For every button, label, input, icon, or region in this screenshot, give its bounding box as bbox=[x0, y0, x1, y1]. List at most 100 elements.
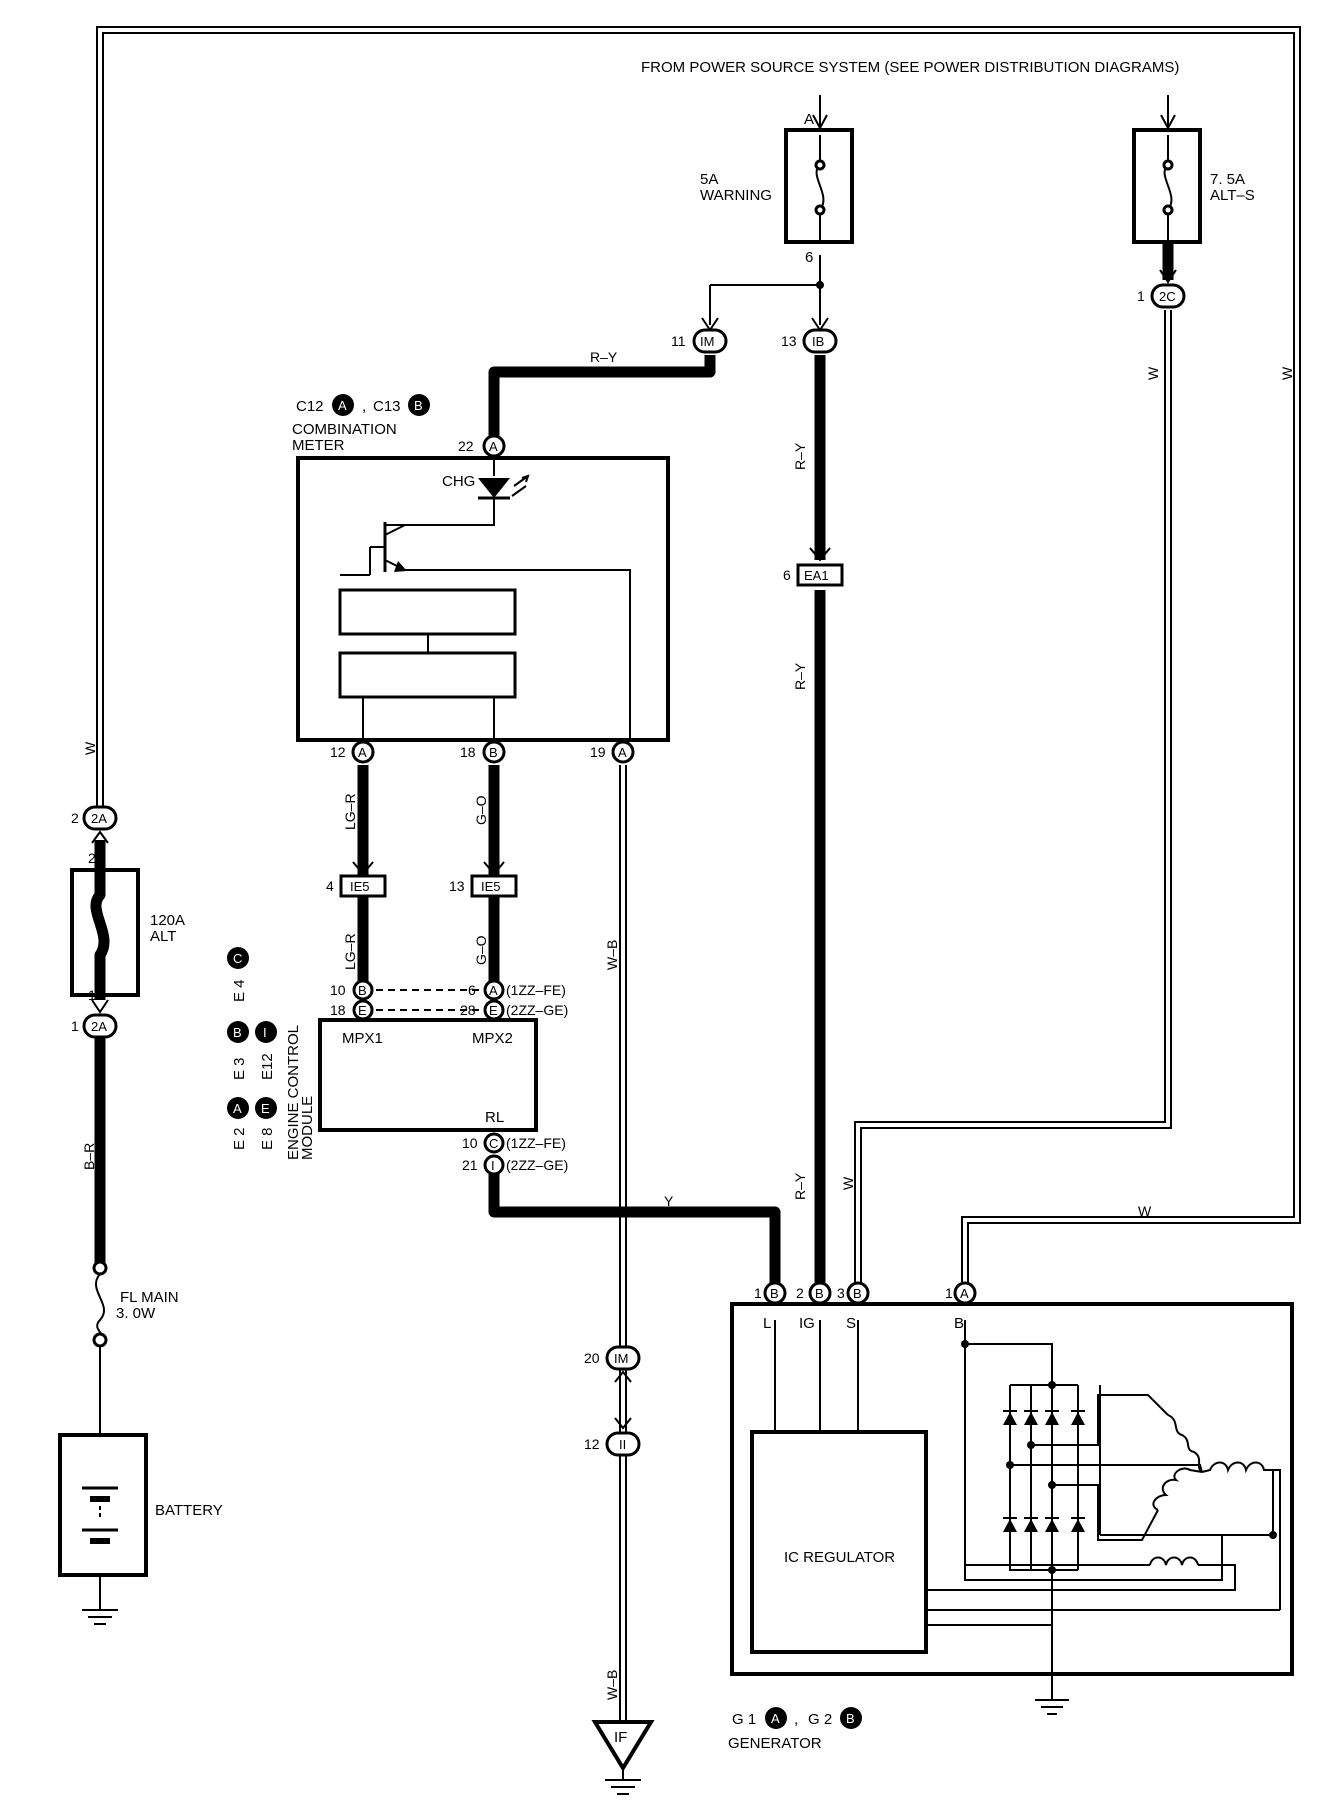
ecm-ref-e8: E 8 bbox=[259, 1127, 276, 1150]
meter-pin-19-letter: A bbox=[618, 745, 627, 760]
if-label: IF bbox=[614, 1729, 627, 1746]
warning-pin-a: A bbox=[804, 111, 814, 128]
gen-ref-g1: G 1 bbox=[732, 1711, 756, 1728]
ecm-title-2: MODULE bbox=[299, 1096, 316, 1160]
a2-bottom-id: 2A bbox=[91, 1019, 107, 1034]
wire-label-ry-top: R–Y bbox=[590, 349, 618, 365]
ecm-p18-num: 18 bbox=[330, 1002, 346, 1018]
wire-label-go-1: G–O bbox=[473, 795, 489, 825]
ecm-ref-b: B bbox=[233, 1025, 242, 1040]
gen-ref-sep: , bbox=[794, 1711, 798, 1728]
ea1-pin: 6 bbox=[783, 567, 791, 583]
ecm-rl10-num: 10 bbox=[462, 1135, 478, 1151]
fuse-warning: A 5A WARNING 6 bbox=[700, 95, 854, 266]
ecm-pins: B 10 E 18 A 6 (1ZZ–FE) E 28 (2ZZ–GE) C 1… bbox=[330, 979, 568, 1176]
wire-label-w-gen-b: W bbox=[1138, 1203, 1152, 1219]
ecm-ref-e4: E 4 bbox=[231, 979, 248, 1002]
ecm-p28-num: 28 bbox=[460, 1002, 476, 1018]
meter-pin-18: B 18 bbox=[460, 740, 506, 764]
ecm-rl21-num: 21 bbox=[462, 1157, 478, 1173]
gen-term-b: B bbox=[954, 1315, 964, 1332]
splice-dot bbox=[816, 281, 824, 289]
ecm-rl: RL bbox=[485, 1109, 504, 1126]
alt-amp: 120A bbox=[150, 912, 185, 929]
im-top-id: IM bbox=[700, 334, 714, 349]
battery-ground-icon bbox=[82, 1609, 118, 1625]
warning-pin-6: 6 bbox=[805, 249, 813, 266]
ecm-ref-e: E bbox=[261, 1101, 270, 1116]
a2-top-id: 2A bbox=[91, 811, 107, 826]
ie5-left-pin: 4 bbox=[326, 878, 334, 894]
connector-2a-top: 2A 2 bbox=[71, 805, 118, 844]
generator-ground-icon bbox=[1035, 1699, 1069, 1715]
ecm-p6-letter: A bbox=[489, 983, 498, 998]
meter-ref-b-letter: B bbox=[414, 398, 423, 413]
gen-pin-1-letter: B bbox=[770, 1286, 779, 1301]
alt-s-amp: 7. 5A bbox=[1210, 171, 1245, 188]
meter-pin-18-num: 18 bbox=[460, 744, 476, 760]
wire-label-w-right: W bbox=[1279, 366, 1295, 380]
connector-im-top: IM 11 bbox=[671, 315, 728, 354]
connector-ib: IB 13 bbox=[781, 315, 838, 354]
fuse-fl-main: FL MAIN 3. 0W bbox=[92, 1260, 179, 1348]
wire-label-ry-2: R–Y bbox=[792, 662, 808, 690]
ib-id: IB bbox=[812, 334, 824, 349]
ie5-right-pin: 13 bbox=[449, 878, 465, 894]
ecm-p10-num: 10 bbox=[330, 982, 346, 998]
ecm-mpx2: MPX2 bbox=[472, 1030, 513, 1047]
gen-term-ig: IG bbox=[799, 1315, 815, 1332]
alt-pin-1: 1 bbox=[88, 987, 96, 1003]
meter-pin-22: A 22 bbox=[458, 434, 506, 458]
ecm-p10-letter: B bbox=[358, 983, 367, 998]
ea1-id: EA1 bbox=[804, 568, 829, 583]
alt-pin-2: 2 bbox=[88, 850, 96, 866]
wire-label-lgr-2: LG–R bbox=[342, 933, 358, 970]
fuse-alt-s: 7. 5A ALT–S bbox=[1132, 95, 1255, 280]
field-coil-icon bbox=[926, 1556, 1280, 1626]
ecm-p6-num: 6 bbox=[468, 982, 476, 998]
connector-im-bottom: IM 20 bbox=[584, 1345, 641, 1383]
fuse-alt-120: 120A ALT 2 1 bbox=[70, 840, 185, 1003]
meter-ref-c12: C12 bbox=[296, 398, 324, 415]
connector-ie5-left: IE5 4 bbox=[326, 861, 387, 898]
ecm-ref-e3: E 3 bbox=[231, 1057, 248, 1080]
meter-ref-a-letter: A bbox=[338, 398, 347, 413]
ecm-p18-letter: E bbox=[358, 1003, 367, 1018]
wire-label-ry-1: R–Y bbox=[792, 442, 808, 470]
im-bottom-id: IM bbox=[614, 1351, 628, 1366]
meter-pin-18-letter: B bbox=[489, 745, 498, 760]
gen-pin-4-num: 1 bbox=[945, 1285, 953, 1301]
generator-refs: G 1 A , G 2 B GENERATOR bbox=[728, 1707, 862, 1752]
wire-label-lgr-1: LG–R bbox=[342, 793, 358, 830]
warning-amp: 5A bbox=[700, 171, 718, 188]
gen-pin-3-letter: B bbox=[853, 1286, 862, 1301]
wire-w-main-loop bbox=[96, 26, 1301, 1290]
gen-pin-2-letter: B bbox=[815, 1286, 824, 1301]
connector-ie5-right: IE5 13 bbox=[449, 861, 518, 898]
ii-pin: 12 bbox=[584, 1436, 600, 1452]
ecm-ref-e12: E12 bbox=[259, 1053, 276, 1080]
alt-s-label: ALT–S bbox=[1210, 187, 1255, 204]
wire-y bbox=[488, 1165, 781, 1290]
connector-ea1: EA1 6 bbox=[783, 547, 844, 587]
ii-id: II bbox=[619, 1437, 626, 1452]
gen-term-s: S bbox=[846, 1315, 856, 1332]
ecm-ref-a: A bbox=[233, 1101, 242, 1116]
connector-2a-bottom: 2A 1 bbox=[71, 999, 118, 1039]
gen-pin-3-num: 3 bbox=[837, 1285, 845, 1301]
meter-pin-22-num: 22 bbox=[458, 438, 474, 454]
a2-bottom-pin: 1 bbox=[71, 1018, 79, 1034]
wire-label-br: B–R bbox=[81, 1143, 97, 1170]
ib-pin: 13 bbox=[781, 333, 797, 349]
ecm-p28-letter: E bbox=[489, 1003, 498, 1018]
ecm-refs: E 4 C E 3 B E12 I E 2 A E 8 E ENGINE CON… bbox=[227, 947, 316, 1160]
ecm-title-1: ENGINE CONTROL bbox=[285, 1025, 302, 1160]
connector-2c: 2C 1 bbox=[1137, 269, 1186, 309]
wire-warning-split bbox=[709, 255, 821, 315]
c2c-pin: 1 bbox=[1137, 288, 1145, 304]
ecm-ref-c: C bbox=[233, 951, 242, 966]
ground-if: IF bbox=[591, 1720, 655, 1795]
chg-label: CHG bbox=[442, 473, 475, 490]
gen-pin-1-num: 1 bbox=[754, 1285, 762, 1301]
ecm-rl10-letter: C bbox=[489, 1136, 498, 1151]
